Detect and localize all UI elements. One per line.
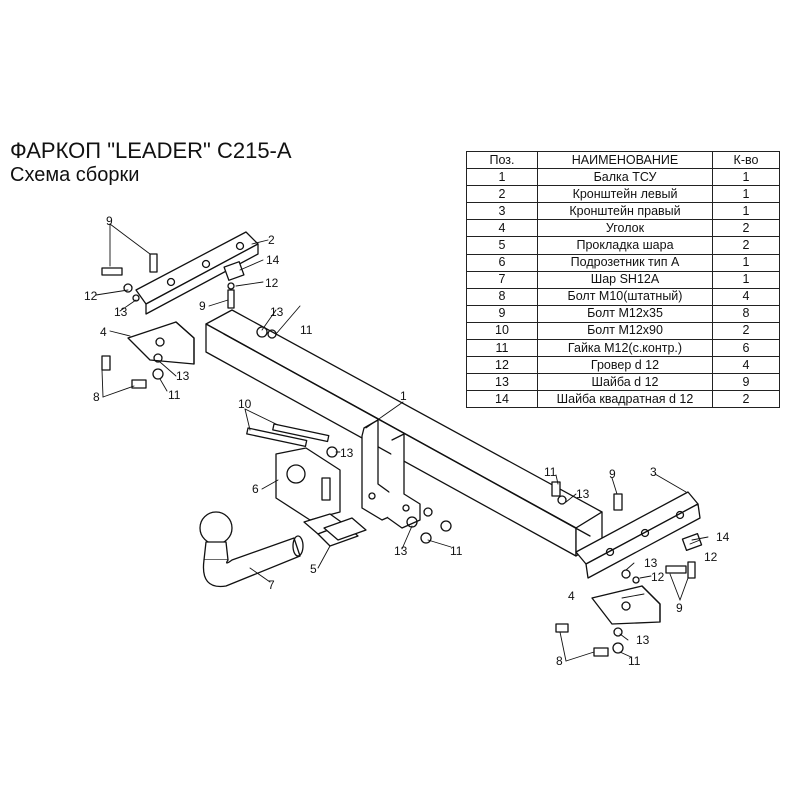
angle-piece-right [591, 585, 661, 625]
callout-1: 1 [400, 389, 407, 403]
cell-pos: 6 [466, 253, 538, 272]
cell-qty: 6 [712, 339, 780, 358]
callout-12: 12 [265, 276, 279, 290]
cell-qty: 2 [712, 321, 780, 341]
callout-13: 13 [270, 305, 284, 319]
callout-7: 7 [268, 578, 275, 592]
cell-qty: 4 [712, 356, 780, 375]
callout-14: 14 [716, 530, 730, 544]
cell-name: Уголок [537, 219, 713, 238]
cell-pos: 14 [466, 390, 538, 409]
callout-8: 8 [93, 390, 100, 404]
cell-name: Шайба квадратная d 12 [537, 390, 713, 409]
callout-12: 12 [704, 550, 718, 564]
callout-11: 11 [168, 388, 181, 402]
cell-pos: 8 [466, 287, 538, 306]
cell-name: Шайба d 12 [537, 373, 713, 392]
callout-6: 6 [252, 482, 259, 496]
callout-labels: 1 2 3 4 4 5 6 7 8 8 9 9 9 9 10 11 11 11 … [84, 214, 730, 668]
callout-10: 10 [238, 397, 252, 411]
ball-spacer-plates [303, 513, 367, 547]
callout-13: 13 [636, 633, 650, 647]
callout-4: 4 [568, 589, 575, 603]
tow-beam [205, 309, 603, 557]
leader-lines [95, 223, 709, 662]
cell-name: Гровер d 12 [537, 356, 713, 375]
left-bracket [135, 231, 259, 315]
callout-13: 13 [576, 487, 590, 501]
callout-13: 13 [114, 305, 128, 319]
callout-2: 2 [268, 233, 275, 247]
callout-4: 4 [100, 325, 107, 339]
cell-name: Шар SH12A [537, 270, 713, 289]
callout-9: 9 [676, 601, 683, 615]
cell-name: Болт М10(штатный) [537, 287, 713, 306]
cell-qty: 2 [712, 390, 780, 409]
callout-13: 13 [644, 556, 658, 570]
cell-qty: 8 [712, 304, 780, 323]
cell-qty: 9 [712, 373, 780, 392]
callout-11: 11 [300, 323, 313, 337]
callout-13: 13 [340, 446, 354, 460]
fasteners [101, 253, 703, 657]
cell-name: Подрозетник тип А [537, 253, 713, 272]
cell-name: Болт М12х90 [537, 321, 713, 341]
cell-qty: 1 [712, 253, 780, 272]
callout-11: 11 [628, 654, 641, 668]
cell-pos: 13 [466, 373, 538, 392]
diagram-title: ФАРКОП "LEADER" С215-А [10, 138, 292, 163]
callout-13: 13 [394, 544, 408, 558]
callout-11: 11 [450, 544, 463, 558]
callout-12: 12 [651, 570, 665, 584]
cell-qty: 2 [712, 219, 780, 238]
cell-qty: 1 [712, 270, 780, 289]
callout-9: 9 [199, 299, 206, 313]
angle-piece-left [127, 321, 195, 365]
cell-name: Кронштейн правый [537, 202, 713, 221]
ball-mount-plate [361, 419, 421, 529]
cell-pos: 9 [466, 304, 538, 323]
callout-3: 3 [650, 465, 657, 479]
tow-ball [199, 511, 304, 588]
callout-9: 9 [609, 467, 616, 481]
callout-13: 13 [176, 369, 190, 383]
diagram-subtitle: Схема сборки [10, 164, 140, 186]
callout-9: 9 [106, 214, 113, 228]
callout-14: 14 [266, 253, 280, 267]
cell-name: Болт М12х35 [537, 304, 713, 323]
cell-qty: 4 [712, 287, 780, 306]
callout-11: 11 [544, 465, 557, 479]
cell-pos: 12 [466, 356, 538, 375]
cell-name: Кронштейн левый [537, 185, 713, 204]
callout-5: 5 [310, 562, 317, 576]
callout-8: 8 [556, 654, 563, 668]
callout-12: 12 [84, 289, 98, 303]
right-bracket [575, 491, 701, 579]
socket-plate [275, 447, 341, 521]
